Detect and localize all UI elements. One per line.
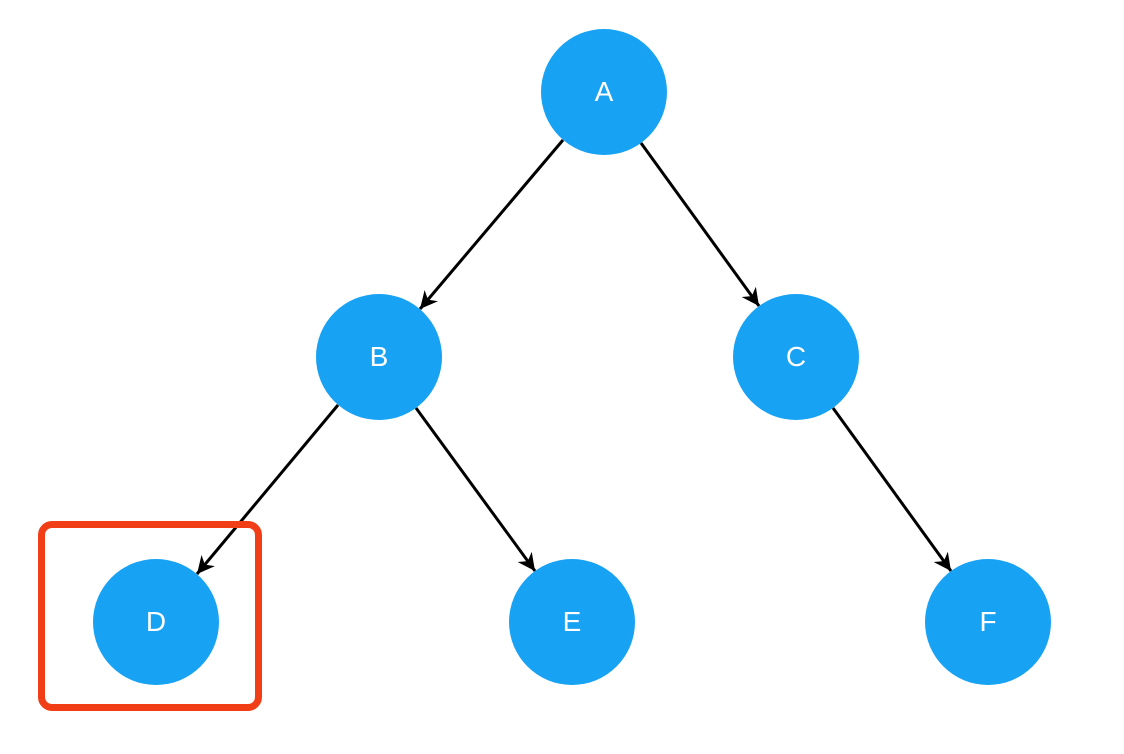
tree-node-b-label: B <box>369 341 389 372</box>
edge-a-c <box>639 142 761 307</box>
tree-node-b[interactable]: B <box>316 294 442 420</box>
edge-b-e <box>414 407 537 572</box>
highlight-box-node-d <box>38 521 262 711</box>
edge-a-b <box>418 139 565 310</box>
tree-node-c-label: C <box>785 341 807 372</box>
tree-node-d-label: D <box>145 606 167 637</box>
tree-node-a[interactable]: A <box>541 29 667 155</box>
tree-node-e[interactable]: E <box>509 559 635 685</box>
edge-c-f <box>831 407 953 572</box>
tree-node-a-label: A <box>594 76 614 107</box>
tree-node-f-label: F <box>979 606 997 637</box>
tree-node-f[interactable]: F <box>925 559 1051 685</box>
tree-node-c[interactable]: C <box>733 294 859 420</box>
tree-node-d[interactable]: D <box>93 559 219 685</box>
tree-node-e-label: E <box>562 606 582 637</box>
